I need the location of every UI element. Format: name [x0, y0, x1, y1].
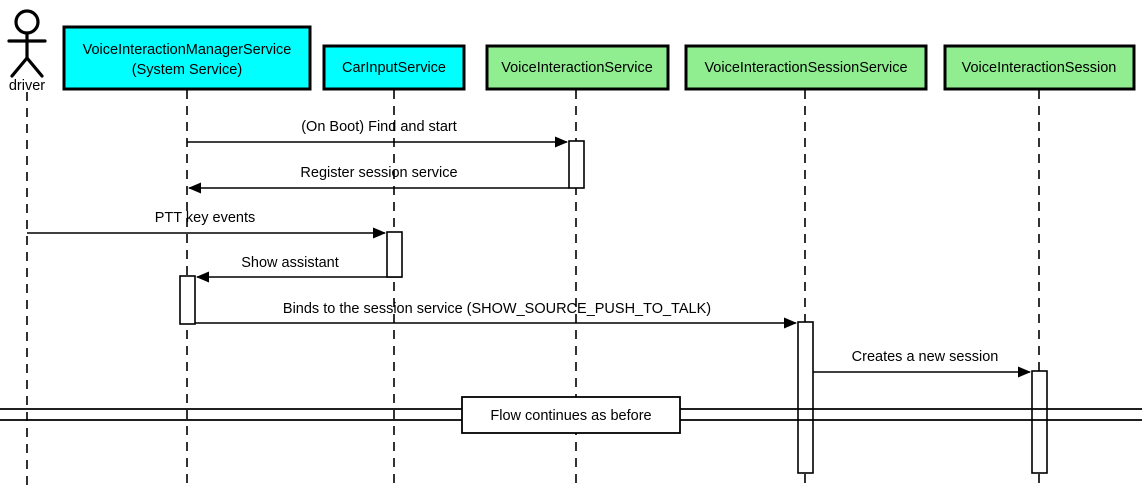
participant-cis[interactable]: CarInputService — [322, 44, 466, 91]
participant-vis[interactable]: VoiceInteractionService — [485, 44, 670, 91]
participant-label-cis: CarInputService — [342, 60, 446, 76]
message-on-boot-find-and-start[interactable]: (On Boot) Find and start — [187, 119, 568, 148]
message-show-assistant[interactable]: Show assistant — [196, 255, 402, 283]
message-creates-a-new-session[interactable]: Creates a new session — [813, 349, 1031, 378]
message-label-m3: PTT key events — [155, 210, 255, 226]
participant-box-vims[interactable] — [62, 25, 312, 91]
message-label-m4: Show assistant — [241, 255, 339, 271]
divider-box — [461, 396, 681, 434]
participant-box-viss[interactable] — [684, 44, 928, 91]
participant-viss[interactable]: VoiceInteractionSessionService — [684, 44, 928, 91]
participant-label-vims-line2: (System Service) — [132, 62, 242, 78]
participant-box-vise[interactable] — [943, 44, 1136, 91]
activation-bar-vis[interactable] — [568, 140, 585, 189]
participant-vise[interactable]: VoiceInteractionSession — [943, 44, 1136, 91]
actor-label: driver — [9, 78, 45, 94]
activation-bar-viss[interactable] — [797, 321, 814, 474]
message-label-m2: Register session service — [300, 165, 457, 181]
stick-figure-right-leg-icon — [25, 56, 44, 78]
divider-flow-continues: Flow continues as before — [0, 396, 1142, 434]
message-label-m1: (On Boot) Find and start — [301, 119, 457, 135]
message-label-m5: Binds to the session service (SHOW_SOURC… — [283, 301, 711, 317]
divider-label: Flow continues as before — [490, 408, 651, 424]
message-binds-to-session-service[interactable]: Binds to the session service (SHOW_SOURC… — [180, 301, 797, 329]
message-ptt-key-events[interactable]: PTT key events — [27, 210, 386, 239]
message-register-session-service[interactable]: Register session service — [188, 165, 569, 194]
activation-bar-vims[interactable] — [179, 275, 196, 325]
message-label-m6: Creates a new session — [852, 349, 999, 365]
activation-bars-group — [179, 140, 1048, 474]
participant-label-vis: VoiceInteractionService — [501, 60, 653, 76]
activation-bar-vise[interactable] — [1031, 370, 1048, 474]
participant-box-cis[interactable] — [322, 44, 466, 91]
participant-label-vise: VoiceInteractionSession — [962, 60, 1117, 76]
participant-vims[interactable]: VoiceInteractionManagerService (System S… — [62, 25, 312, 91]
stick-figure-left-leg-icon — [10, 56, 29, 78]
participant-label-vims-line1: VoiceInteractionManagerService — [83, 42, 292, 58]
stick-figure-head-icon — [14, 9, 40, 35]
actor-driver: driver — [7, 9, 47, 94]
participant-box-vis[interactable] — [485, 44, 670, 91]
participant-label-viss: VoiceInteractionSessionService — [704, 60, 907, 76]
activation-bar-cis[interactable] — [386, 231, 403, 278]
